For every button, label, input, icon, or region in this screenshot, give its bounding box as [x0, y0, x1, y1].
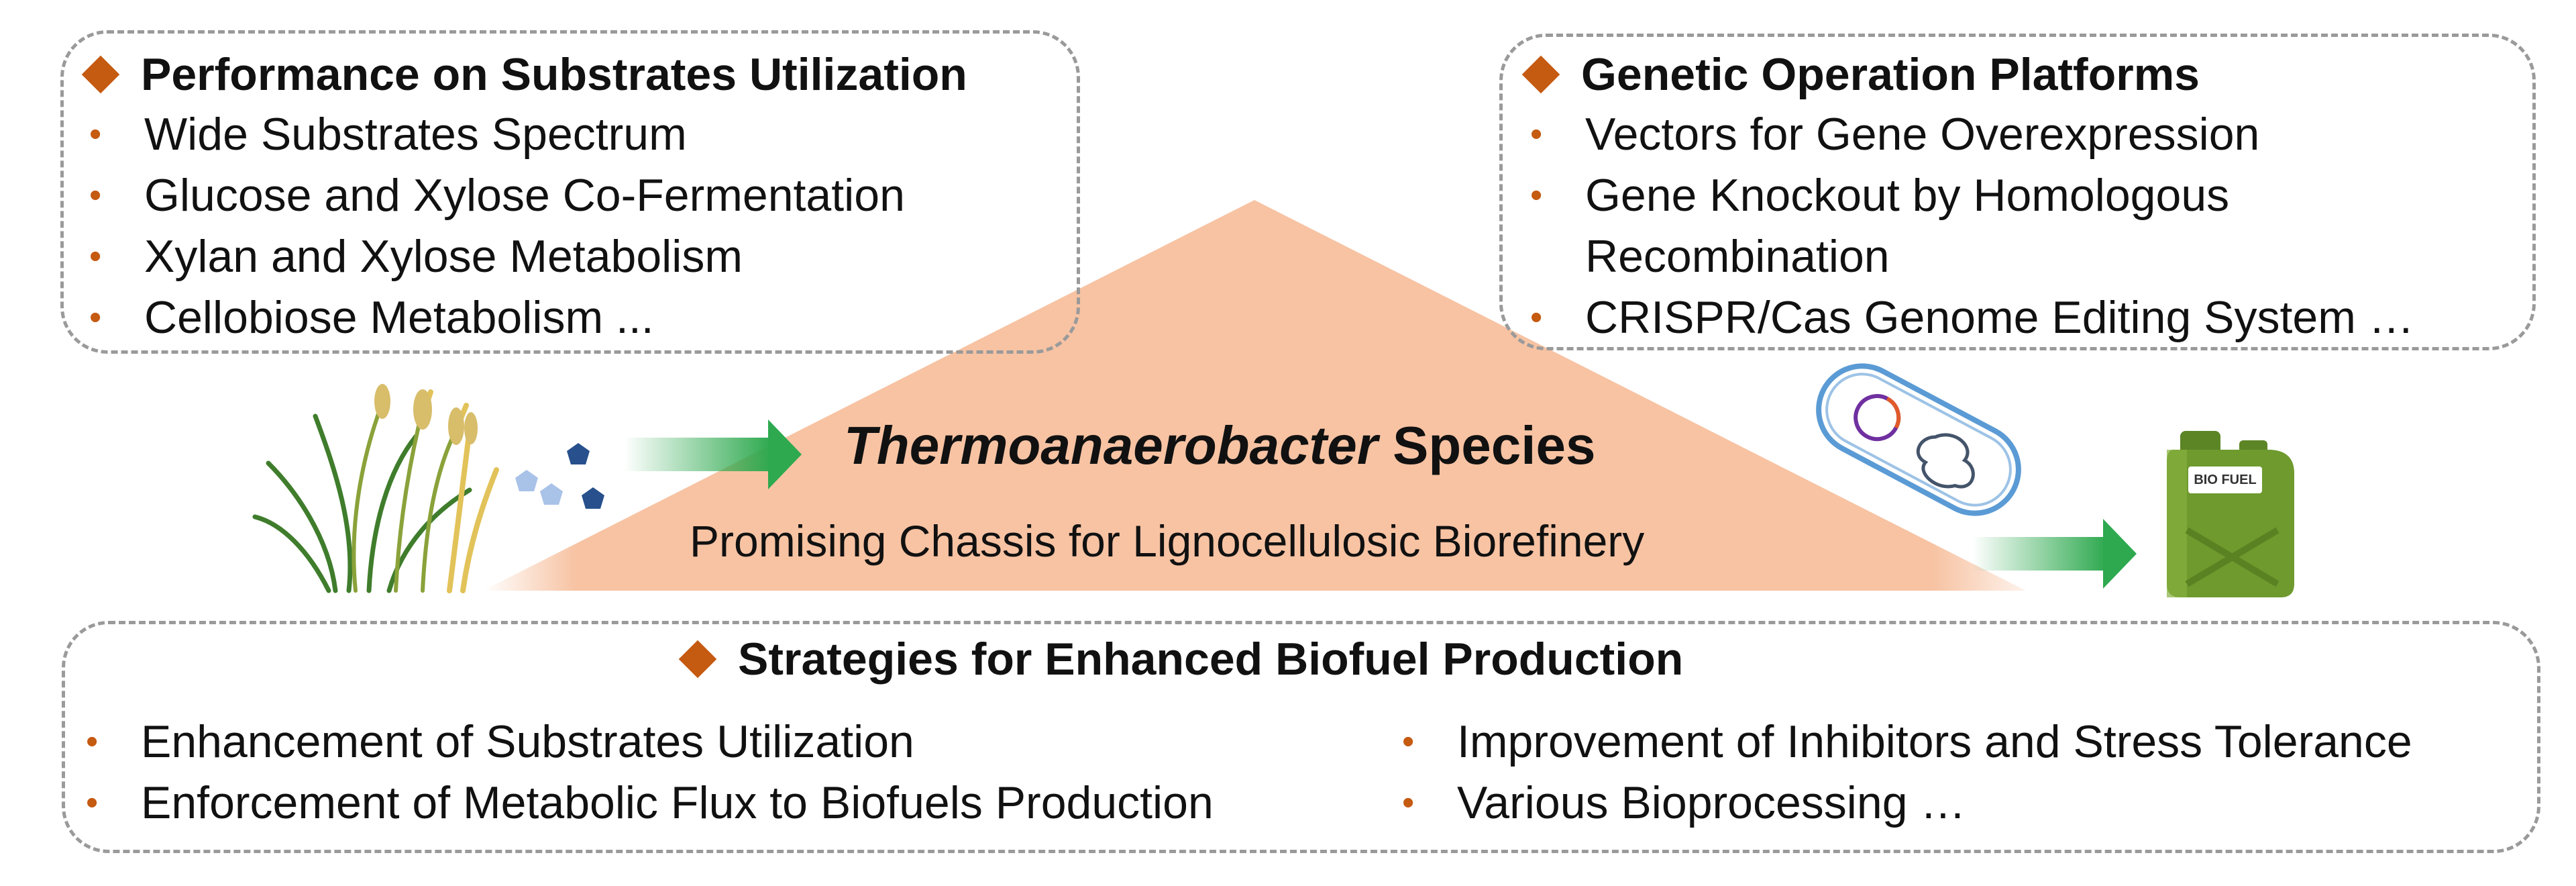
jerrycan-label: BIO FUEL [2194, 473, 2257, 487]
list-item: •Cellobiose Metabolism ... [89, 287, 905, 348]
substrates-utilization-box [60, 30, 1080, 354]
list-item: •Vectors for Gene Overexpression [1530, 104, 2414, 165]
genetic-heading: Genetic Operation Platforms [1521, 48, 2200, 101]
genetic-list: •Vectors for Gene Overexpression •Gene K… [1530, 104, 2414, 348]
bullet-icon: • [86, 783, 99, 822]
output-arrow [1972, 519, 2137, 589]
list-item-continuation: Recombination [1585, 231, 1890, 282]
sugar-molecules-icon [515, 443, 604, 509]
genetic-platforms-box [1499, 34, 2536, 350]
bullet-icon: • [1402, 722, 1415, 761]
biofuel-jerrycan-icon [2167, 431, 2294, 597]
bullet-icon: • [89, 176, 102, 215]
diamond-icon [678, 640, 717, 679]
list-item: •Enforcement of Metabolic Flux to Biofue… [86, 773, 1214, 834]
strategies-box [62, 621, 2540, 853]
bullet-icon: • [89, 237, 102, 276]
substrates-heading: Performance on Substrates Utilization [81, 48, 967, 101]
strategies-heading: Strategies for Enhanced Biofuel Producti… [678, 633, 1684, 685]
bullet-icon: • [1530, 298, 1543, 337]
list-item: •Wide Substrates Spectrum [89, 104, 905, 165]
diamond-icon [81, 55, 120, 94]
bullet-icon: • [86, 722, 99, 761]
bullet-icon: • [1402, 783, 1415, 822]
species-suffix: Species [1377, 415, 1596, 475]
list-item: •Improvement of Inhibitors and Stress To… [1402, 711, 2412, 773]
list-item: •Various Bioprocessing … [1402, 773, 2412, 834]
bullet-icon: • [89, 298, 102, 337]
strategies-right-list: •Improvement of Inhibitors and Stress To… [1402, 711, 2412, 834]
diamond-icon [1521, 55, 1560, 94]
strategies-heading-text: Strategies for Enhanced Biofuel Producti… [738, 634, 1684, 685]
substrates-heading-text: Performance on Substrates Utilization [141, 49, 967, 100]
list-item: •CRISPR/Cas Genome Editing System … [1530, 287, 2414, 348]
bacterium-plasmid-icon [1816, 363, 2021, 516]
list-item: •Xylan and Xylose Metabolism [89, 226, 905, 287]
substrates-list: •Wide Substrates Spectrum •Glucose and X… [89, 104, 905, 348]
list-item: •Enhancement of Substrates Utilization [86, 711, 1214, 773]
species-genus: Thermoanaerobacter [844, 415, 1378, 475]
genetic-heading-text: Genetic Operation Platforms [1581, 49, 2200, 100]
list-item: •Gene Knockout by Homologous [1530, 165, 2414, 226]
species-title: Thermoanaerobacter Species [844, 415, 1595, 477]
strategies-left-list: •Enhancement of Substrates Utilization •… [86, 711, 1214, 834]
chassis-subtitle: Promising Chassis for Lignocellulosic Bi… [690, 516, 1645, 566]
input-arrow [624, 420, 802, 489]
chassis-triangle [483, 200, 2026, 591]
lignocellulose-plants-icon [252, 384, 499, 593]
bullet-icon: • [1530, 176, 1543, 215]
bullet-icon: • [89, 115, 102, 154]
bullet-icon: • [1530, 115, 1543, 154]
list-item: •Glucose and Xylose Co-Fermentation [89, 165, 905, 226]
